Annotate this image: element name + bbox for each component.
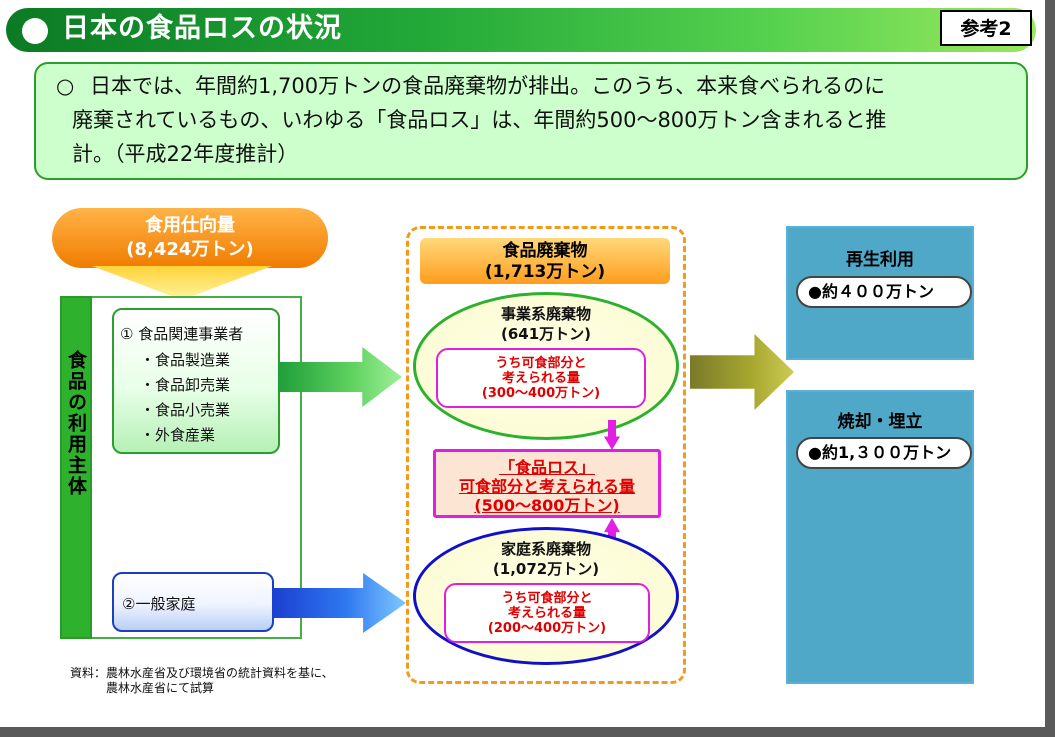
title-bar bbox=[6, 8, 1036, 52]
supply-capsule: 食用仕向量 (8,424万トン) bbox=[52, 208, 328, 268]
business-edible-amount: (300～400万トン) bbox=[481, 386, 601, 401]
business-item: ・食品製造業 bbox=[140, 351, 231, 369]
household-waste-title: 家庭系廃棄物 (1,072万トン) bbox=[413, 539, 679, 579]
disposal-arrow-icon bbox=[690, 334, 794, 410]
down-connector-arrow-icon bbox=[604, 420, 620, 450]
business-edible-line-2: 考えられる量 bbox=[501, 371, 580, 386]
summary-marker: ○ bbox=[56, 74, 75, 98]
incinerate-amount: ●約1,３００万トン bbox=[796, 437, 972, 469]
recycle-title: 再生利用 bbox=[846, 250, 914, 270]
summary-text: ○ 日本では、年間約1,700万トンの食品廃棄物が排出。このうち、本来食べられるの… bbox=[56, 69, 1006, 171]
business-edible-box: うち可食部分と 考えられる量 (300～400万トン) bbox=[436, 348, 646, 408]
supply-amount: (8,424万トン) bbox=[126, 239, 254, 260]
users-side-label: 食品の利用主体 bbox=[65, 350, 87, 497]
household-edible-box: うち可食部分と 考えられる量 (200～400万トン) bbox=[444, 583, 650, 643]
business-box bbox=[112, 308, 280, 454]
title-bullet-icon bbox=[22, 18, 48, 44]
recycle-amount: ●約４００万トン bbox=[796, 276, 972, 308]
summary-line-1: 日本では、年間約1,700万トンの食品廃棄物が排出。このうち、本来食べられるのに bbox=[90, 74, 886, 98]
business-waste-name: 事業系廃棄物 bbox=[500, 305, 591, 323]
food-loss-box: 「食品ロス」 可食部分と考えられる量 (500～800万トン) bbox=[433, 449, 661, 518]
waste-frame bbox=[406, 226, 686, 684]
source-line-1: 資料：農林水産省及び環境省の統計資料を基に、 bbox=[70, 666, 334, 680]
household-waste-name: 家庭系廃棄物 bbox=[500, 540, 591, 558]
page-title: 日本の食品ロスの状況 bbox=[62, 13, 342, 44]
household-edible-line-1: うち可食部分と bbox=[501, 591, 593, 606]
food-loss-line-1: 「食品ロス」 bbox=[498, 458, 595, 477]
household-label: ②一般家庭 bbox=[122, 595, 196, 613]
reference-label: 参考2 bbox=[940, 10, 1032, 46]
business-item: ・食品小売業 bbox=[140, 401, 231, 419]
waste-title: 食品廃棄物 bbox=[502, 241, 588, 261]
source-note: 資料：農林水産省及び環境省の統計資料を基に、 農林水産省にて試算 bbox=[70, 666, 334, 696]
business-title: ① 食品関連事業者 bbox=[120, 325, 244, 343]
supply-title: 食用仕向量 bbox=[145, 215, 235, 236]
household-edible-line-2: 考えられる量 bbox=[507, 606, 586, 621]
household-waste-amount: (1,072万トン) bbox=[492, 560, 600, 578]
source-line-2: 農林水産省にて試算 bbox=[70, 681, 215, 695]
incinerate-panel bbox=[786, 390, 974, 684]
household-edible-amount: (200～400万トン) bbox=[487, 621, 607, 636]
business-item: ・食品卸売業 bbox=[140, 376, 231, 394]
food-loss-line-3: (500～800万トン) bbox=[474, 496, 620, 515]
household-box bbox=[112, 572, 274, 632]
business-waste-title: 事業系廃棄物 (641万トン) bbox=[413, 304, 679, 344]
summary-box bbox=[34, 62, 1028, 180]
summary-line-3: 計。（平成22年度推計） bbox=[72, 142, 299, 166]
business-waste-amount: (641万トン) bbox=[500, 325, 592, 343]
food-loss-line-2: 可食部分と考えられる量 bbox=[458, 477, 635, 496]
waste-header: 食品廃棄物 (1,713万トン) bbox=[420, 238, 670, 284]
waste-amount: (1,713万トン) bbox=[484, 262, 606, 282]
business-edible-line-1: うち可食部分と bbox=[495, 356, 587, 371]
summary-line-2: 廃棄されているもの、いわゆる「食品ロス」は、年間約500～800万トン含まれると… bbox=[72, 108, 887, 132]
slide: 日本の食品ロスの状況 参考2 ○ 日本では、年間約1,700万トンの食品廃棄物が排… bbox=[0, 0, 1045, 727]
users-side-bar bbox=[60, 296, 92, 639]
incinerate-title: 焼却・埋立 bbox=[837, 412, 923, 432]
business-item: ・外食産業 bbox=[140, 426, 216, 444]
down-arrow-icon bbox=[92, 266, 272, 300]
